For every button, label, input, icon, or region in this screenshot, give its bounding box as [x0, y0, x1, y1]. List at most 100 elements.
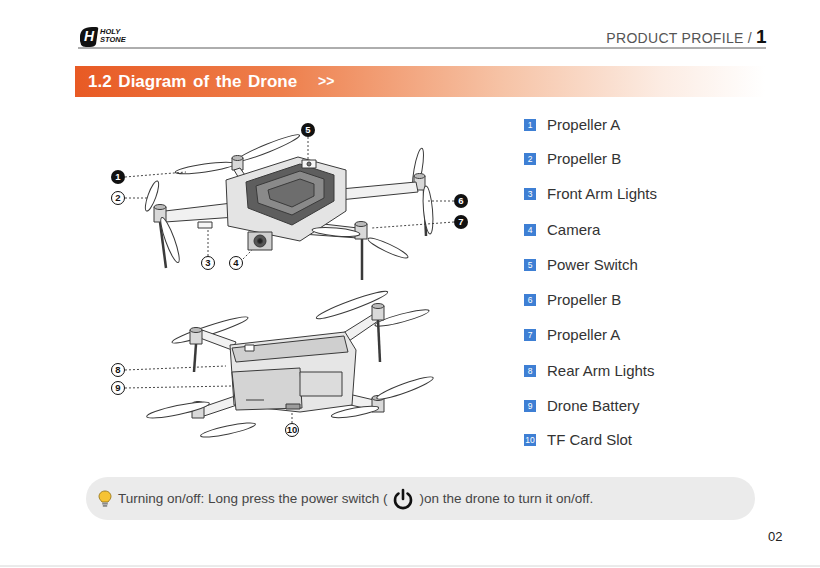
drone-top-view-part: [254, 235, 266, 247]
part-name: Power Switch: [547, 256, 638, 273]
title-band: 1.2 Diagram of the Drone: [75, 66, 765, 97]
list-number-box: 6: [524, 294, 536, 306]
drone-top-view-part: [268, 179, 314, 207]
number-text: 10: [525, 436, 534, 445]
drone-bottom-view-part: [246, 400, 264, 401]
list-number-box: 4: [524, 224, 536, 236]
drone-top-view-part: [307, 162, 311, 166]
title-arrows: >>: [318, 73, 334, 89]
drone-top-view-part: [421, 186, 434, 235]
number-text: 7: [528, 331, 533, 340]
list-number-box: 7: [524, 329, 536, 341]
drone-bottom-view-part: [315, 288, 389, 322]
tip-text: Turning on/off: Long press the power swi…: [118, 491, 387, 506]
part-name: Rear Arm Lights: [547, 362, 655, 379]
number-text: 3: [205, 258, 210, 268]
drone-top-view-part: [302, 160, 316, 168]
leader-lines-part: [308, 137, 309, 160]
part-name: TF Card Slot: [547, 431, 632, 448]
header-rule-part: [78, 48, 766, 49]
callout-number: 1: [111, 170, 125, 184]
drone-bottom-view-part: [245, 345, 254, 351]
callout-number: 5: [301, 123, 315, 137]
list-number-box: 1: [524, 119, 536, 131]
leader-lines-part: [125, 386, 232, 388]
list-number-box: 5: [524, 259, 536, 271]
drone-top-view-part: [158, 216, 183, 264]
number-text: 1: [528, 121, 533, 130]
drone-top-view-part: [414, 174, 425, 179]
drone-bottom-view-part: [378, 320, 380, 362]
number-text: 8: [115, 365, 120, 375]
leader-lines-part: [125, 366, 226, 370]
part-name: Camera: [547, 221, 600, 238]
power-symbol-part: [402, 490, 405, 499]
logo-letter: H: [84, 28, 94, 44]
number-text: 5: [528, 261, 533, 270]
drone-top-view-part: [143, 180, 161, 213]
leader-lines-part: [243, 250, 252, 259]
number-text: 9: [115, 383, 120, 393]
list-number-box: 10: [524, 434, 536, 446]
drone-top-view-part: [256, 171, 324, 215]
drone-bottom-view-part: [331, 404, 380, 420]
number-text: 4: [233, 258, 238, 268]
callout-number: 10: [285, 423, 299, 437]
drone-bottom-view-part: [146, 399, 210, 421]
drone-bottom-view-part: [300, 372, 342, 396]
drone-top-view-part: [312, 226, 361, 238]
list-number-box: 3: [524, 188, 536, 200]
logo-mark-part: [80, 27, 98, 47]
callout-number: 2: [111, 191, 125, 205]
drone-bottom-view-part: [286, 404, 300, 409]
number-text: 6: [528, 296, 533, 305]
logo-text: STONE: [100, 36, 126, 44]
drone-top-view-part: [165, 203, 236, 222]
header-rule: [78, 48, 766, 49]
drone-top-view: [143, 132, 435, 280]
drone-bottom-view-part: [230, 332, 356, 412]
drone-bottom-view-part: [190, 328, 202, 333]
drone-bottom-view-part: [232, 368, 302, 410]
number-text: 7: [458, 217, 463, 227]
header-section: PRODUCT PROFILE /: [606, 30, 752, 46]
tip-bulb-icon-part: [99, 491, 111, 502]
page-number: 02: [768, 529, 782, 544]
number-text: 4: [528, 226, 533, 235]
list-number-box: 8: [524, 365, 536, 377]
leader-lines-part: [208, 228, 209, 256]
drone-bottom-view-part: [372, 304, 384, 309]
drone-bottom-view-part: [194, 344, 196, 372]
number-text: 9: [528, 402, 533, 411]
drone-top-view-part: [232, 156, 243, 161]
callout-number: 4: [229, 256, 243, 270]
callout-number: 9: [111, 381, 125, 395]
leader-lines-part: [125, 198, 148, 199]
number-text: 3: [528, 190, 533, 199]
part-name: Front Arm Lights: [547, 185, 657, 202]
callout-number: 8: [111, 363, 125, 377]
list-number-box: 9: [524, 400, 536, 412]
drone-bottom-view: [146, 288, 435, 440]
bottom-rule: [0, 566, 820, 567]
part-name: Drone Battery: [547, 397, 640, 414]
drone-top-view-part: [175, 160, 236, 176]
tip-bulb-icon-part: [102, 502, 108, 504]
logo-text: HOLY: [100, 28, 120, 36]
leader-lines-part: [372, 222, 454, 228]
list-number-box: 2: [524, 153, 536, 165]
number-text: 2: [528, 155, 533, 164]
logo-mark: [80, 27, 98, 47]
part-name: Propeller B: [547, 150, 621, 167]
tip-bulb-icon-part: [103, 505, 107, 507]
leader-lines-part: [426, 201, 454, 202]
number-text: 6: [458, 196, 463, 206]
number-text: 5: [305, 125, 310, 135]
callout-number: 7: [454, 215, 468, 229]
power-symbol: [392, 488, 414, 510]
drone-top-view-part: [355, 222, 367, 227]
header-page-number: 1: [756, 26, 767, 48]
drone-top-view-part: [258, 239, 263, 244]
tip-box: Turning on/off: Long press the power swi…: [86, 477, 755, 520]
